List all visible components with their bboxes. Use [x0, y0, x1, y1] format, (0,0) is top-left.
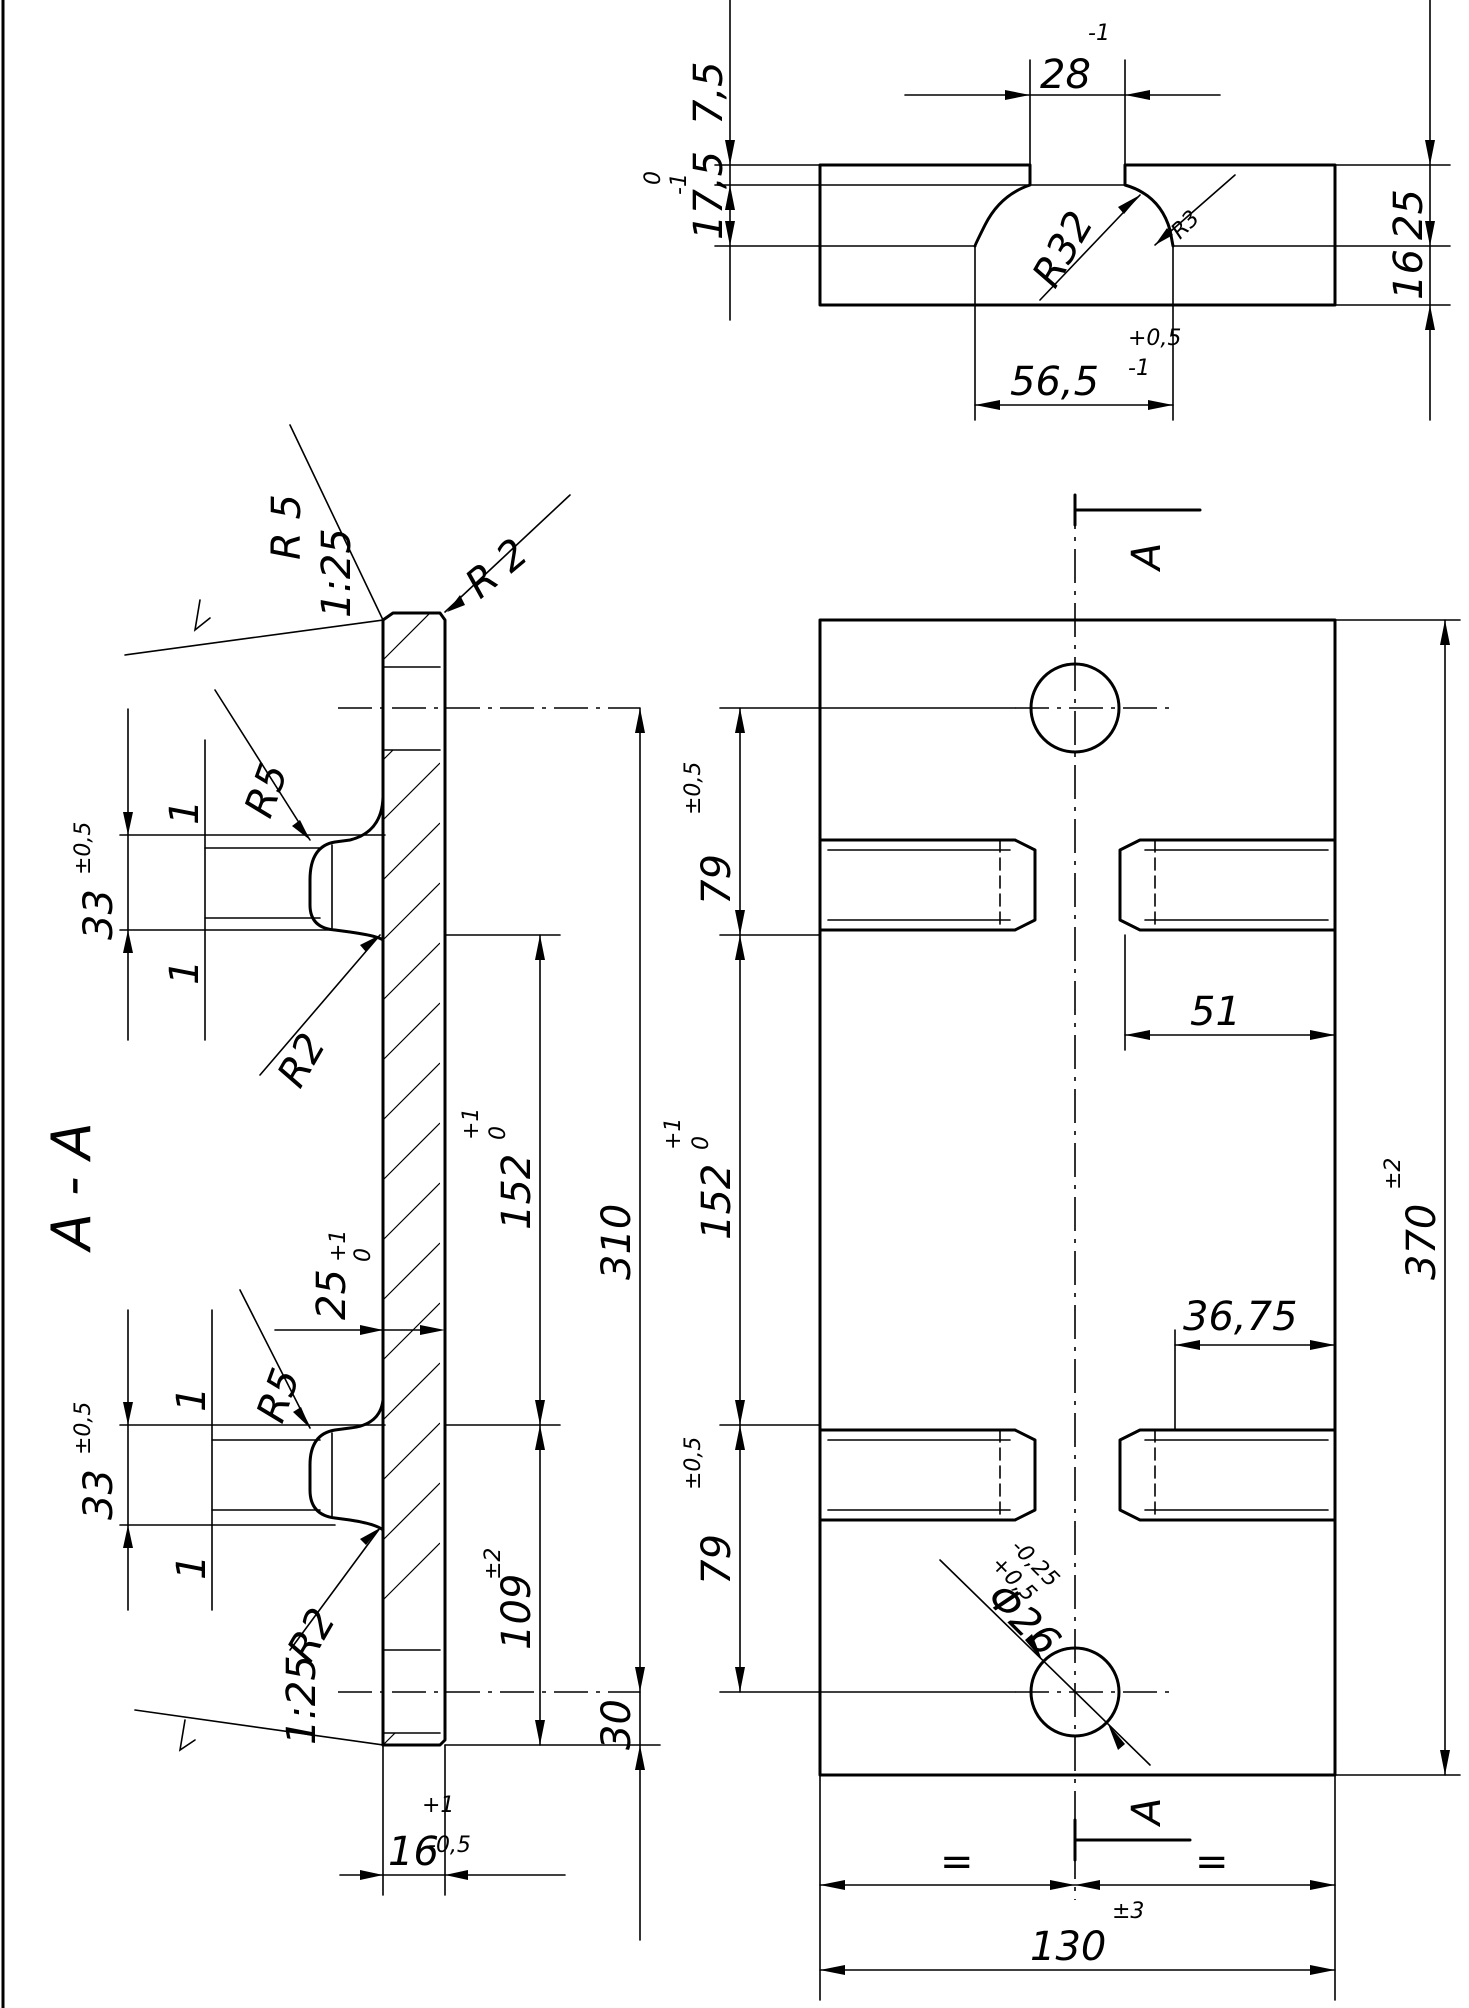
end-dim-56-5: 56,5: [1010, 359, 1099, 405]
section-dim-16-tol-low: -0,5: [428, 1833, 471, 1858]
plan-dim-152-tol-up: +1: [661, 1118, 686, 1150]
end-dim-17-5: 17,5: [686, 151, 732, 240]
end-dim-7-5: 7,5: [686, 61, 732, 125]
plan-dim-79-bottom: 79: [694, 1534, 740, 1585]
section-view: A - A 1:25 R 5 R 2 1:25 33 ±0,5 1 1 R5 R…: [40, 424, 661, 1941]
end-view-outline: [818, 163, 1337, 307]
end-dim-17-5-tol-up: 0: [641, 171, 666, 185]
end-dim-25: 25: [1386, 189, 1432, 240]
rib-a-r2: R2: [269, 1026, 335, 1095]
end-dim-28: 28: [1040, 52, 1091, 98]
rib-a-offset-bottom: 1: [162, 960, 208, 985]
cut-label-bottom: A: [1124, 1798, 1170, 1828]
section-rib-profile: [308, 618, 385, 1747]
taper-bottom-label: 1:25: [279, 1655, 325, 1745]
end-dim-17-5-tol-low: -1: [667, 173, 692, 195]
section-dim-109: 109: [494, 1574, 540, 1650]
r5-top-label: R 5: [264, 494, 310, 560]
plan-dim-36-75: 36,75: [1183, 1294, 1298, 1340]
dim-25-tol-low: 0: [351, 1248, 376, 1262]
plan-dim-370-tol: ±2: [1381, 1158, 1406, 1190]
plan-dim-152-tol-low: 0: [689, 1136, 714, 1150]
section-dim-152-tol-low: 0: [486, 1126, 511, 1140]
section-dim-152-tol-up: +1: [459, 1108, 484, 1140]
taper-top-label: 1:25: [314, 528, 360, 618]
eq-left: =: [940, 1839, 974, 1885]
end-r32: R32: [1024, 204, 1103, 295]
dim-25: 25: [309, 1269, 355, 1320]
plan-plate-outline: [818, 618, 1337, 1777]
plan-dim-370: 370: [1399, 1204, 1445, 1280]
section-dim-30: 30: [594, 1699, 640, 1750]
section-dim-310: 310: [594, 1204, 640, 1280]
rib-b-offset-top: 1: [169, 1387, 215, 1412]
section-dim-109-tol: ±2: [481, 1548, 506, 1580]
rib-b-height-tol: ±0,5: [71, 1402, 96, 1455]
rib-a-offset-top: 1: [162, 800, 208, 825]
rib-right-upper: [1118, 838, 1337, 932]
rib-left-upper: [818, 838, 1037, 932]
plan-dim-79-top-tol: ±0,5: [681, 762, 706, 815]
r2-top-label: R 2: [457, 530, 537, 608]
rib-b-height: 33: [76, 1469, 122, 1520]
end-dim-56-5-tol-up: +0,5: [1128, 326, 1181, 351]
end-dim-16: 16: [1386, 249, 1432, 300]
section-hatch: [382, 613, 440, 1745]
end-dim-56-5-tol-low: -1: [1128, 356, 1150, 381]
dim-25-tol-up: +1: [326, 1230, 351, 1262]
plan-dim-79-bottom-tol: ±0,5: [681, 1437, 706, 1490]
plan-view: A A: [661, 493, 1461, 2001]
end-dim-28-tol: -1: [1088, 21, 1110, 46]
plan-dim-130: 130: [1030, 1924, 1106, 1970]
section-title: A - A: [40, 1122, 103, 1253]
plan-dim-79-top: 79: [694, 854, 740, 905]
section-dim-152: 152: [494, 1154, 540, 1230]
plan-dim-152: 152: [694, 1164, 740, 1240]
plan-dim-51: 51: [1190, 989, 1241, 1035]
rib-a-height-tol: ±0,5: [71, 822, 96, 875]
section-dim-16-tol-up: +1: [422, 1793, 454, 1818]
cut-label-top: A: [1124, 543, 1170, 573]
plan-dim-130-tol: ±3: [1112, 1899, 1144, 1924]
rib-right-lower: [1118, 1428, 1337, 1522]
section-dim-16: 16: [388, 1829, 439, 1875]
eq-right: =: [1195, 1839, 1229, 1885]
rib-a-height: 33: [76, 889, 122, 940]
section-plate-outline: [381, 611, 447, 1747]
end-view: 28 -1 7,5 17,5 0 -1 R32 R3 56,5 +0,5 -1: [641, 0, 1451, 421]
rib-a-r5: R5: [236, 758, 297, 824]
rib-left-lower: [818, 1428, 1037, 1522]
rib-b-offset-bottom: 1: [169, 1555, 215, 1580]
